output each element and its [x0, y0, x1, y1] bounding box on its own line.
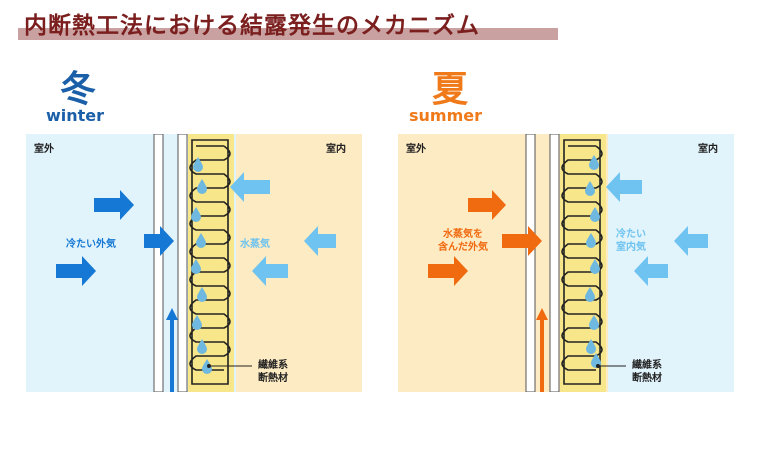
summer-fiber-pattern: [561, 139, 603, 385]
winter-inner-board: [177, 134, 188, 392]
winter-outdoor-label: 室外: [34, 144, 54, 155]
winter-cold-air-arrows: [56, 190, 178, 392]
summer-insulation: [560, 134, 606, 392]
winter-diagram: 室外 室内 冷たい外気 水蒸気 繊維系 断熱材: [26, 134, 362, 392]
summer-english: summer: [409, 106, 482, 125]
winter-cold-air-label: 冷たい外気: [66, 239, 116, 250]
summer-indoor-label: 室内: [698, 144, 718, 155]
winter-vapor-label: 水蒸気: [240, 239, 270, 250]
winter-indoor-label: 室内: [326, 144, 346, 155]
summer-insulation-label: 繊維系 断熱材: [632, 360, 662, 384]
summer-kanji: 夏: [432, 69, 469, 110]
winter-vapor-arrows: [230, 172, 336, 286]
winter-english: winter: [46, 106, 105, 125]
summer-cold-indoor-arrows: [606, 172, 708, 286]
winter-fiber-pattern: [189, 139, 231, 385]
summer-outer-wall: [525, 134, 536, 392]
summer-diagram: 室外 室内 水蒸気を 含んだ外気 冷たい 室内気 繊維系 断熱材: [398, 134, 734, 392]
summer-cold-indoor-label: 冷たい 室内気: [616, 229, 646, 253]
page-title: 内断熱工法における結露発生のメカニズム: [24, 13, 480, 39]
summer-indoor-area: [608, 134, 734, 392]
title-underline: [18, 28, 558, 40]
winter-outer-wall: [153, 134, 164, 392]
summer-inner-board: [549, 134, 560, 392]
summer-outdoor-label: 室外: [406, 144, 426, 155]
winter-kanji: 冬: [60, 69, 97, 110]
title-banner: 内断熱工法における結露発生のメカニズム: [8, 6, 558, 40]
winter-indoor-area: [236, 134, 362, 392]
summer-humid-air-arrows: [428, 190, 548, 392]
summer-humid-air-label: 水蒸気を 含んだ外気: [438, 229, 488, 253]
winter-insulation-label: 繊維系 断熱材: [258, 360, 288, 384]
